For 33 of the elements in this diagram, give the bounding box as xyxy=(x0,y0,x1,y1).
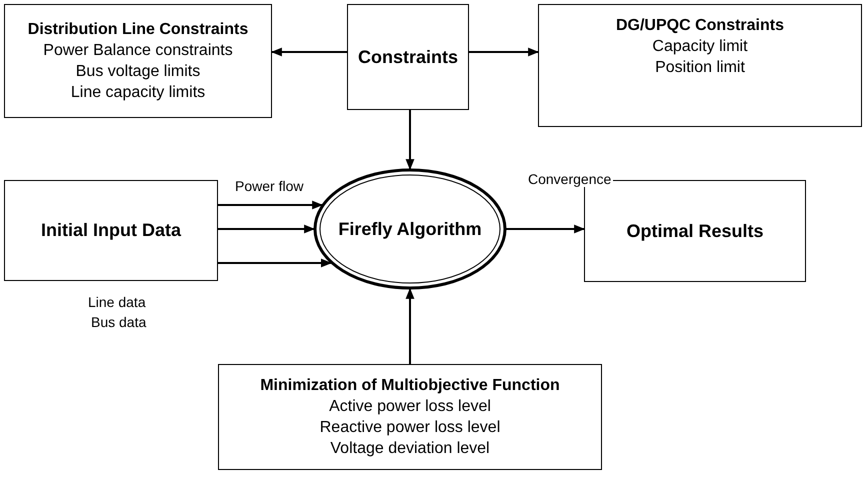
arrow xyxy=(469,48,540,56)
box-text: Active power loss level xyxy=(329,397,491,417)
box-title: Initial Input Data xyxy=(40,220,181,241)
box-heading: Minimization of Multiobjective Function xyxy=(260,376,560,396)
box-title: Constraints xyxy=(358,46,458,68)
arrow xyxy=(218,258,332,268)
process-box xyxy=(4,4,272,118)
arrow xyxy=(506,224,586,234)
arrow xyxy=(406,110,414,170)
box-text: Reactive power loss level xyxy=(320,418,500,438)
arrow xyxy=(218,200,324,210)
box-text: Power Balance constraints xyxy=(43,41,233,61)
note-text: Bus data xyxy=(91,314,146,330)
note-text: Line data xyxy=(88,294,146,310)
box-text: Line capacity limits xyxy=(70,83,206,103)
box-heading: DG/UPQC Constraints xyxy=(616,16,784,36)
process-box xyxy=(218,364,602,470)
arrow xyxy=(270,48,347,56)
box-title: Optimal Results xyxy=(626,220,764,242)
process-box xyxy=(538,4,862,127)
arrow xyxy=(406,288,414,364)
arrow xyxy=(218,224,316,234)
box-text: Position limit xyxy=(655,58,745,78)
edge-label: Power flow xyxy=(233,178,306,194)
algorithm-ellipse xyxy=(313,168,507,290)
process-box xyxy=(347,4,469,110)
process-box xyxy=(4,180,218,281)
box-text: Bus voltage limits xyxy=(76,62,200,82)
box-text: Capacity limit xyxy=(652,37,748,57)
edge-label: Convergence xyxy=(526,171,614,187)
box-text: Voltage deviation level xyxy=(330,439,490,459)
box-heading: Distribution Line Constraints xyxy=(28,20,248,40)
box-title: Firefly Algorithm xyxy=(338,218,482,240)
